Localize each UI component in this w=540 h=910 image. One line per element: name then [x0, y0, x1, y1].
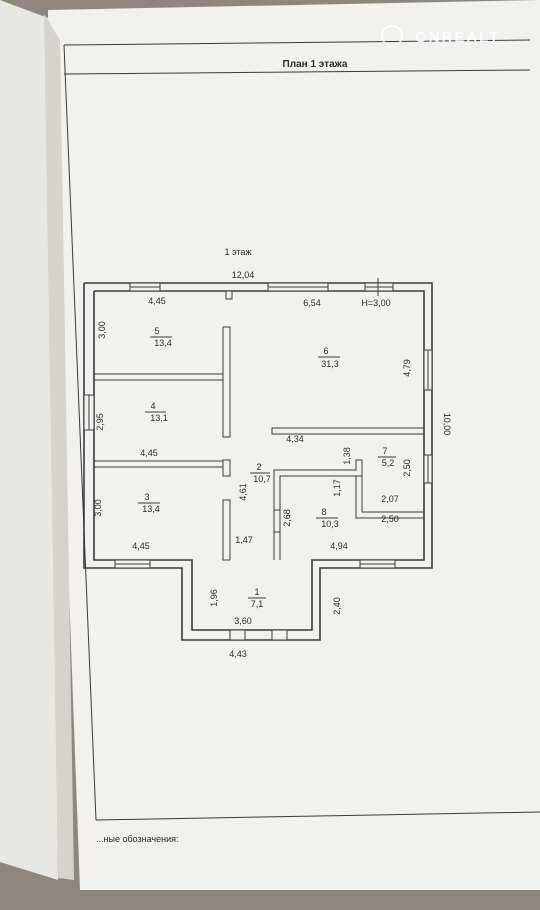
page-fold-shadow — [44, 14, 74, 880]
dim-bottom-left: 4,45 — [132, 541, 150, 551]
svg-text:6: 6 — [323, 346, 328, 356]
watermark-text: ONREALT — [415, 29, 500, 46]
dim-top-right: 6,54 — [303, 298, 321, 308]
dim-corridor-vertical: 4,61 — [238, 483, 248, 501]
svg-text:13,4: 13,4 — [142, 504, 160, 514]
dimension-labels: 12,04 4,45 6,54 H=3,00 10,00 4,79 2,50 3… — [93, 270, 452, 659]
paper-sheet — [48, 0, 540, 890]
frame-top-line — [63, 39, 531, 46]
room-8-label: 8 10,3 — [316, 507, 339, 529]
dim-left-bottom: 3,00 — [93, 499, 103, 517]
room-3-label: 3 13,4 — [138, 492, 160, 514]
plan-title: План 1 этажа — [283, 59, 348, 70]
room-4-label: 4 13,1 — [145, 401, 168, 423]
dim-porch-inner: 3,60 — [234, 616, 252, 626]
dim-room8-depth: 1,17 — [332, 479, 342, 497]
svg-text:1: 1 — [254, 587, 259, 597]
dim-top-total: 12,04 — [232, 270, 255, 280]
watermark-logo-icon — [381, 25, 403, 47]
svg-text:2: 2 — [256, 462, 261, 472]
room-2-label: 2 10,7 — [250, 462, 271, 484]
room-6-label: 6 31,3 — [318, 346, 340, 369]
svg-text:31,3: 31,3 — [321, 359, 339, 369]
legend-label: ...ные обозначения: — [96, 834, 178, 844]
dim-bath-lower-width: 2,50 — [381, 514, 399, 524]
svg-text:5: 5 — [154, 326, 159, 336]
svg-text:10,7: 10,7 — [253, 474, 271, 484]
svg-text:7,1: 7,1 — [251, 599, 264, 609]
dim-right-upper: 4,79 — [402, 359, 412, 377]
windows — [83, 278, 433, 641]
underlying-page — [0, 0, 58, 880]
dim-passage-width: 1,47 — [235, 535, 253, 545]
svg-text:4: 4 — [150, 401, 155, 411]
room-7-label: 7 5,2 — [378, 446, 396, 468]
svg-text:5,2: 5,2 — [382, 458, 395, 468]
dim-right-total: 10,00 — [442, 413, 452, 436]
floor-label: 1 этаж — [225, 247, 252, 257]
svg-text:13,4: 13,4 — [154, 338, 172, 348]
room-labels: 1 7,1 2 10,7 3 13,4 4 13,1 5 13,4 6 31,3 — [138, 326, 396, 609]
room-5-label: 5 13,4 — [150, 326, 172, 348]
dim-mid-left: 4,45 — [140, 448, 158, 458]
dim-height: H=3,00 — [361, 298, 390, 308]
frame-left-line — [63, 44, 97, 821]
dim-porch-right: 2,40 — [332, 597, 342, 615]
svg-text:10,3: 10,3 — [321, 519, 339, 529]
svg-text:13,1: 13,1 — [150, 413, 168, 423]
dim-bath-width: 2,07 — [381, 494, 399, 504]
svg-text:8: 8 — [321, 507, 326, 517]
dim-right-lower: 2,50 — [402, 459, 412, 477]
dim-top-left: 4,45 — [148, 296, 166, 306]
dim-room8-left: 2,68 — [282, 509, 292, 527]
dim-porch-left: 1,96 — [209, 589, 219, 607]
dim-hall-width: 4,34 — [286, 434, 304, 444]
title-divider-line — [63, 69, 531, 75]
dim-bath-height: 1,38 — [342, 447, 352, 465]
interior-walls — [93, 290, 425, 561]
dim-room8-bottom: 4,94 — [330, 541, 348, 551]
svg-text:7: 7 — [382, 446, 387, 456]
legend-divider-line — [95, 811, 540, 821]
dim-left-top: 3,00 — [97, 321, 107, 339]
room-1-label: 1 7,1 — [248, 587, 266, 609]
svg-text:3: 3 — [144, 492, 149, 502]
dim-porch-outer: 4,43 — [229, 649, 247, 659]
dim-left-mid: 2,95 — [95, 413, 105, 431]
